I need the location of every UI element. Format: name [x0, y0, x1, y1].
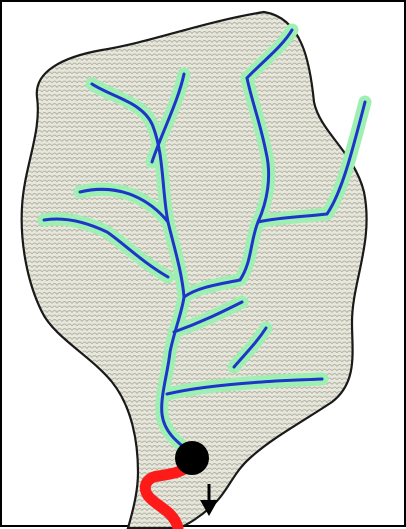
outlet-point — [175, 441, 209, 475]
